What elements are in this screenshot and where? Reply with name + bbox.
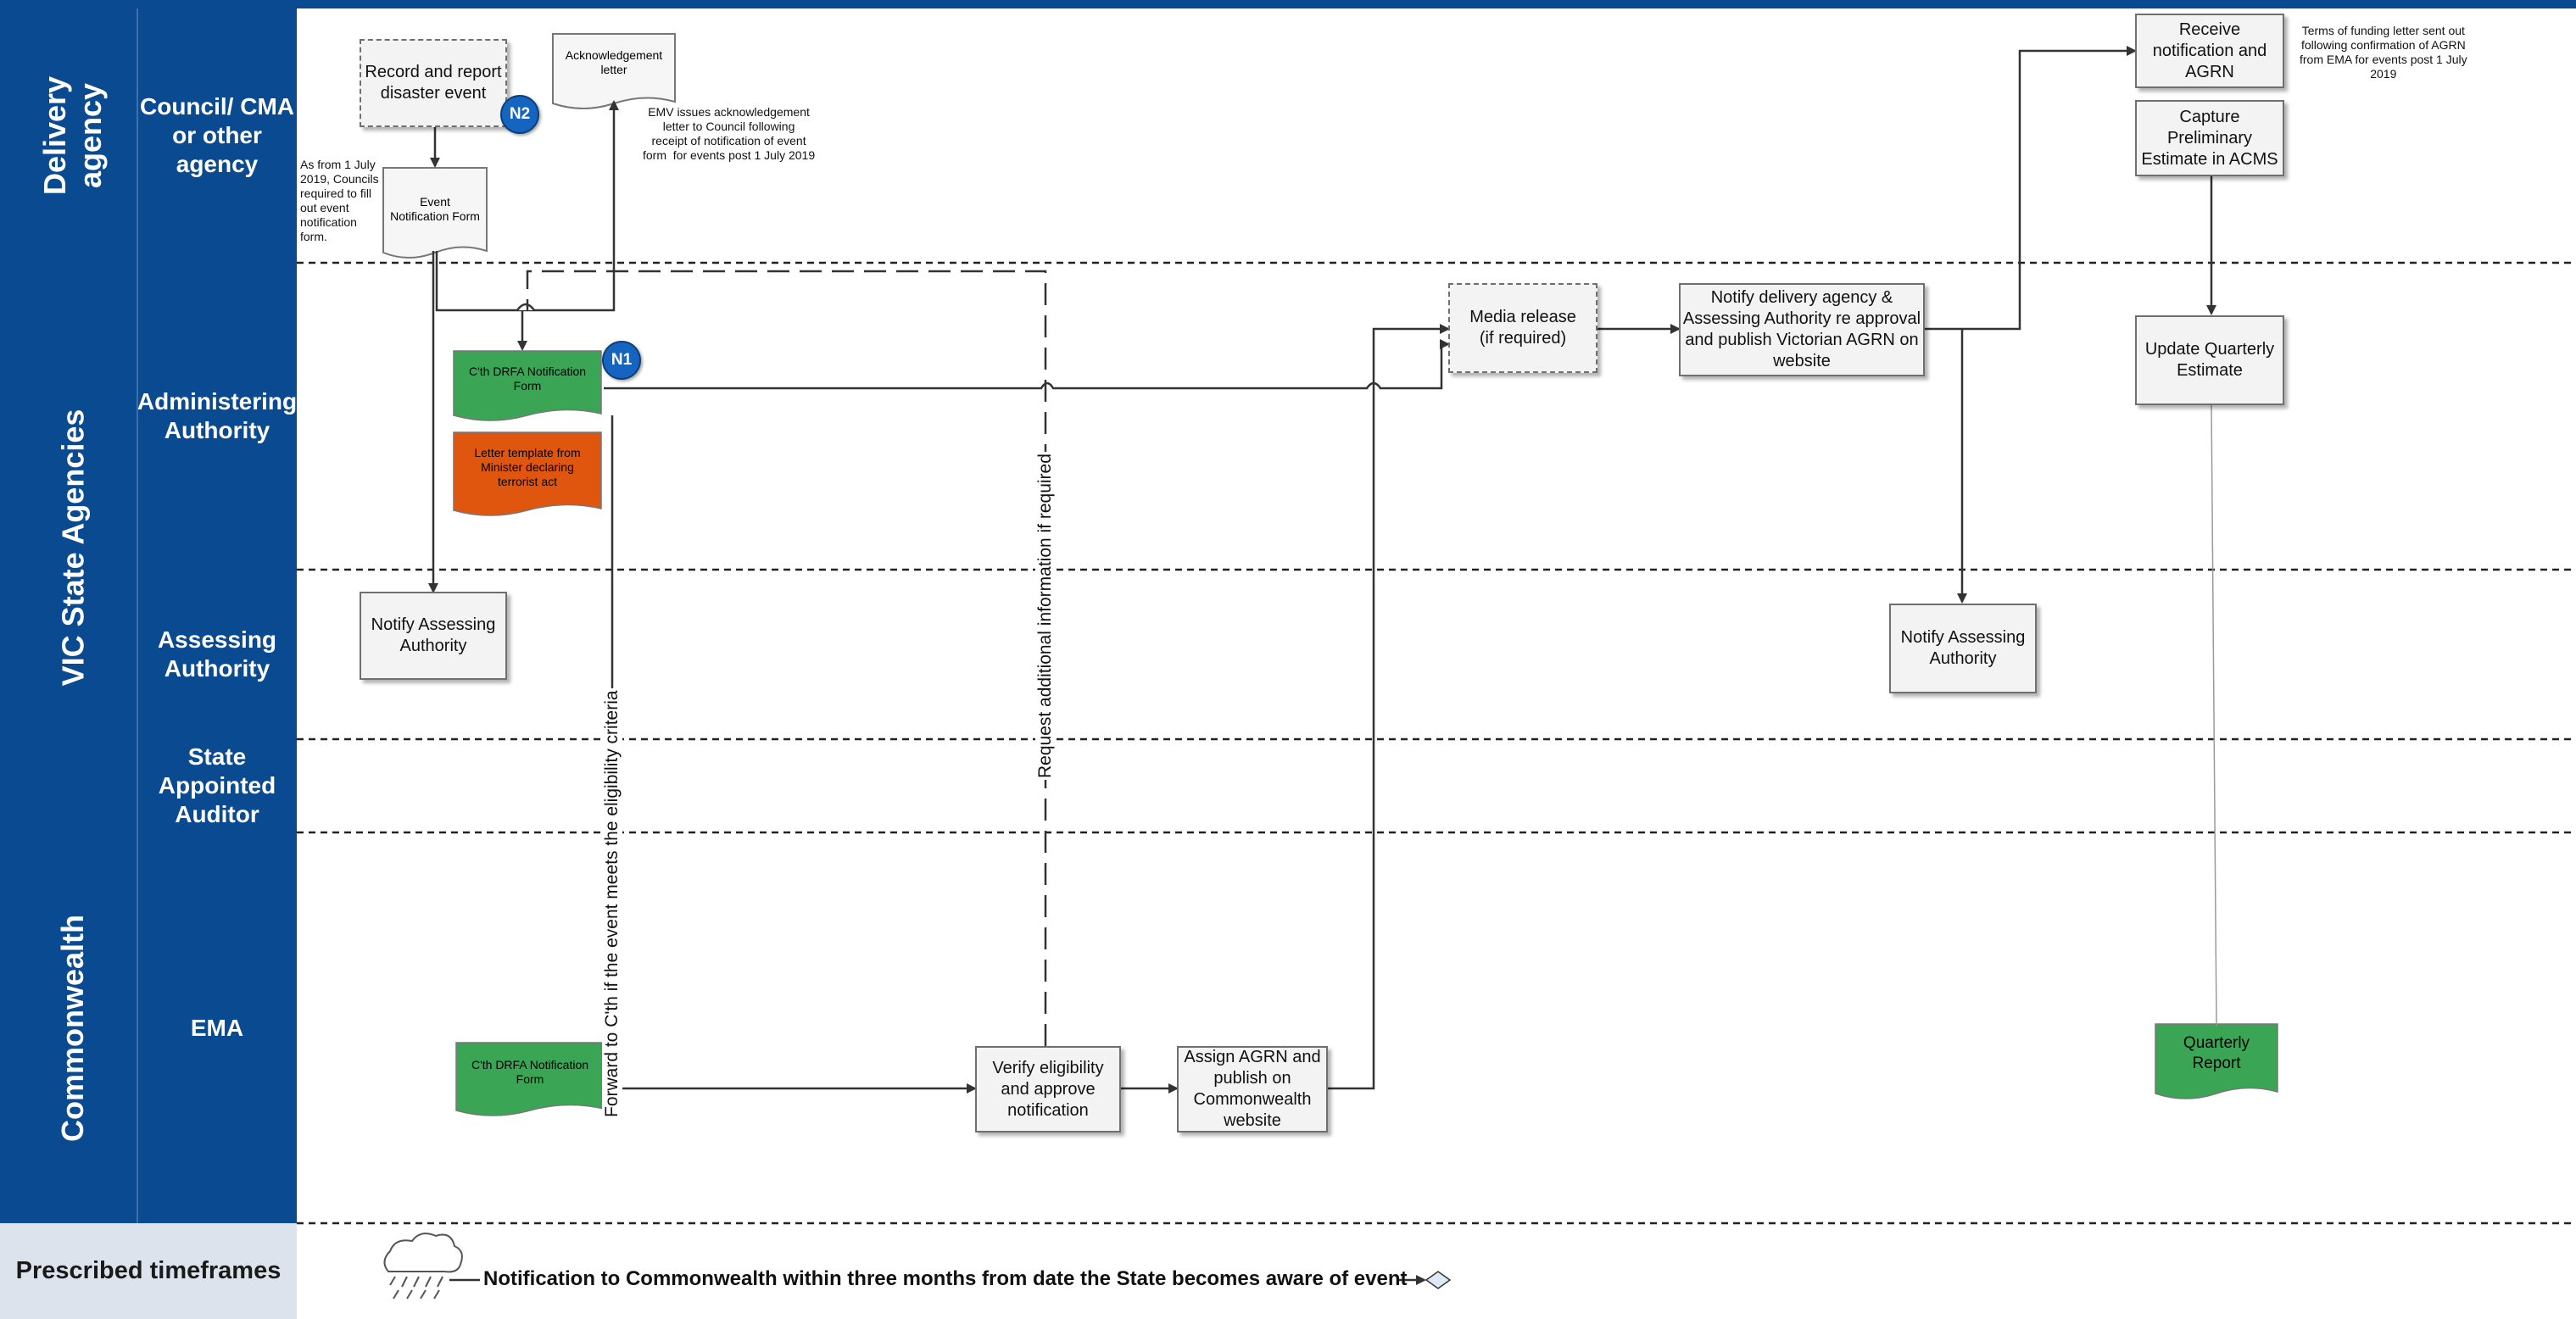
top-bar bbox=[0, 0, 2576, 8]
receive-notification-agrn-box: Receive notification and AGRN bbox=[2135, 14, 2284, 88]
cth-form-admin-shape bbox=[453, 350, 602, 421]
council-note: As from 1 July 2019, Councils required t… bbox=[300, 158, 379, 243]
storm-cloud-icon bbox=[383, 1233, 463, 1300]
notify-delivery-agency-box: Notify delivery agency & Assessing Autho… bbox=[1679, 283, 1925, 376]
acknowledgement-letter: Acknowledgement letter bbox=[565, 48, 663, 76]
record-report-disaster-event: Record and report disaster event bbox=[360, 39, 507, 127]
capture-preliminary-estimate-box: Capture Preliminary Estimate in ACMS bbox=[2135, 100, 2284, 176]
milestone-diamond bbox=[1425, 1271, 1452, 1289]
lane-assessing-authority: Assessing Authority bbox=[137, 570, 297, 739]
verify-eligibility-box: Verify eligibility and approve notificat… bbox=[975, 1046, 1121, 1133]
letter-template-terrorist-act: Letter template from Minister declaring … bbox=[474, 445, 581, 488]
band-commonwealth: Commonwealth bbox=[8, 832, 137, 1223]
lane-ema: EMA bbox=[137, 832, 297, 1223]
request-additional-info-label: Request additional information if requir… bbox=[1035, 452, 1056, 780]
terms-of-funding-note: Terms of funding letter sent out followi… bbox=[2300, 24, 2467, 81]
lane-state-appointed-auditor: State Appointed Auditor bbox=[137, 739, 297, 832]
forward-to-cth-label: Forward to C'th if the event meets the e… bbox=[602, 688, 622, 1119]
lane-administering-authority: Administering Authority bbox=[137, 263, 297, 570]
badge-n1: N1 bbox=[602, 341, 641, 380]
badge-n2: N2 bbox=[500, 95, 539, 134]
assign-agrn-box: Assign AGRN and publish on Commonwealth … bbox=[1177, 1046, 1328, 1133]
quarterly-report: Quarterly Report bbox=[2183, 1034, 2250, 1072]
event-notification-form: Event Notification Form bbox=[390, 195, 480, 223]
event-notification-form-shape bbox=[382, 167, 488, 259]
cth-form-ema-shape bbox=[455, 1042, 605, 1116]
update-quarterly-estimate-box: Update Quarterly Estimate bbox=[2135, 315, 2284, 405]
emv-acknowledgement-note: EMV issues acknowledgement letter to Cou… bbox=[643, 105, 816, 162]
prescribed-timeframes-label: Prescribed timeframes bbox=[0, 1223, 297, 1319]
notify-assessing-authority-1: Notify Assessing Authority bbox=[360, 592, 507, 680]
band-vic-state-agencies: VIC State Agencies bbox=[8, 263, 137, 832]
left-edge bbox=[0, 8, 8, 1223]
notify-assessing-authority-2: Notify Assessing Authority bbox=[1889, 604, 2037, 693]
cth-drfa-notification-form-ema: C'th DRFA Notification Form bbox=[471, 1058, 589, 1086]
quarterly-report-shape bbox=[2155, 1023, 2278, 1099]
lane-separators bbox=[297, 261, 2576, 1225]
media-release-box: Media release (if required) bbox=[1448, 283, 1597, 373]
lane-council: Council/ CMA or other agency bbox=[137, 8, 297, 263]
band-delivery-agency: Delivery agency bbox=[8, 8, 137, 263]
cth-drfa-notification-form-admin: C'th DRFA Notification Form bbox=[468, 365, 587, 392]
letter-template-shape bbox=[453, 431, 602, 516]
prescribed-timeframe-text: Notification to Commonwealth within thre… bbox=[483, 1267, 1408, 1290]
